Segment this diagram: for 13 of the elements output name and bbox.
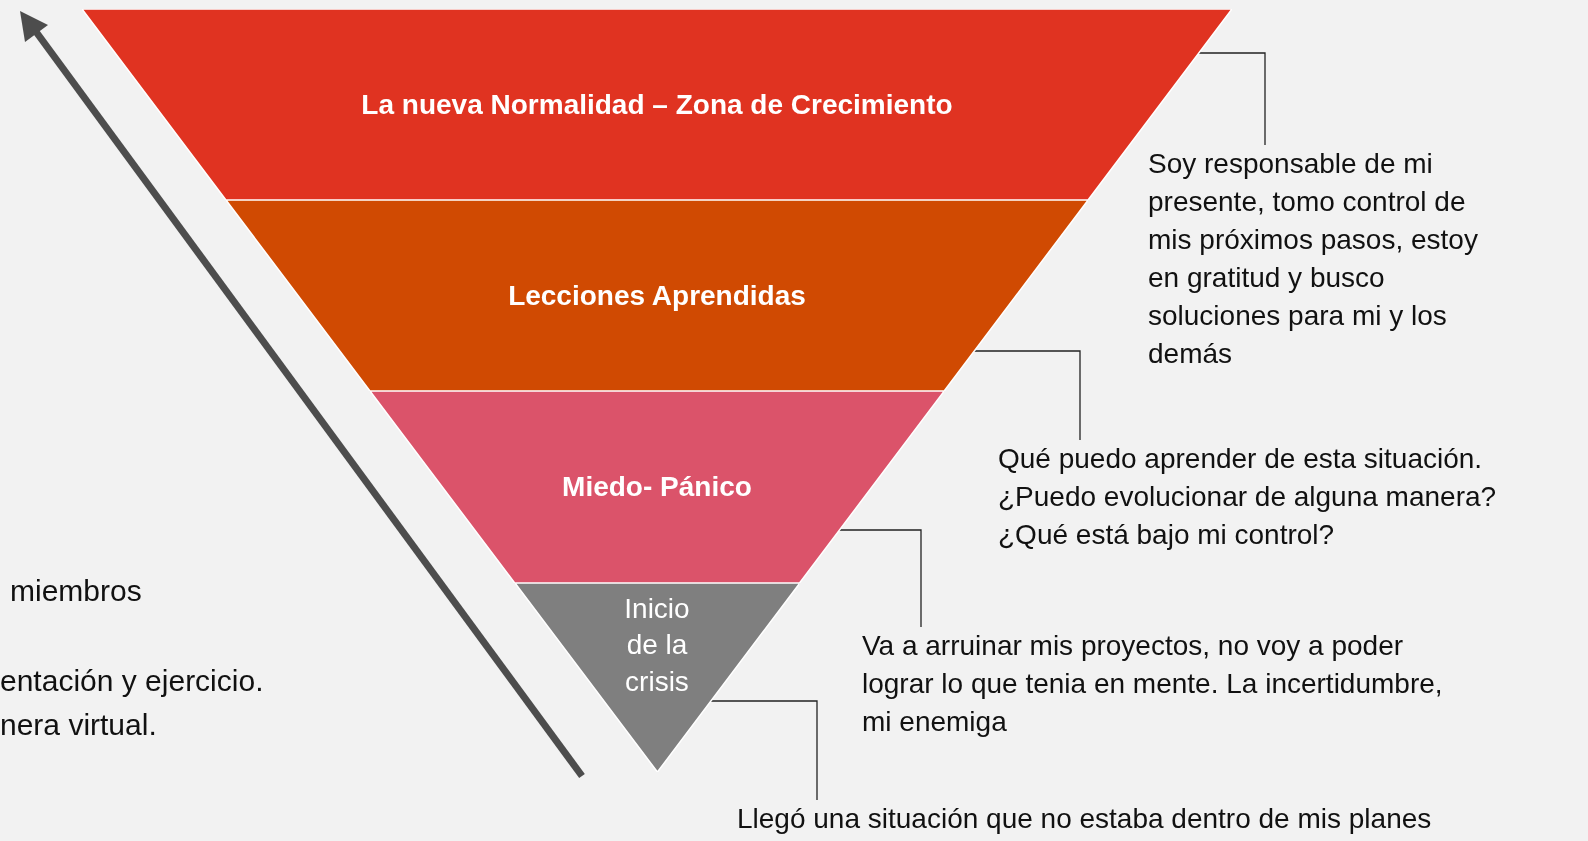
body-text: entación y ejercicio. (0, 664, 264, 698)
annotation-text: Qué puedo aprender de esta situación. ¿Puedo evolucionar de alguna manera? ¿Qué está bajo mi control? (998, 440, 1563, 554)
body-text: nera virtual. (0, 708, 157, 742)
annotation-text: Va a arruinar mis proyectos, no voy a poder lograr lo que tenia en mente. La incertidumbre, mi enemiga (862, 627, 1472, 741)
band-label: Inicio de la crisis (623, 592, 691, 699)
annotation-text: Soy responsable de mi presente, tomo control de mis próximos pasos, estoy en gratitud y busco soluciones para mi y los demás (1148, 145, 1516, 373)
body-text: miembros (10, 574, 142, 608)
funnel-band (225, 200, 1089, 391)
band-label: La nueva Normalidad – Zona de Crecimiento (360, 87, 954, 122)
band-label: Miedo- Pánico (561, 470, 753, 504)
funnel-band (369, 391, 945, 583)
band-label: Lecciones Aprendidas (507, 278, 807, 313)
annotation-text: Llegó una situación que no estaba dentro de mis planes (737, 800, 1577, 838)
